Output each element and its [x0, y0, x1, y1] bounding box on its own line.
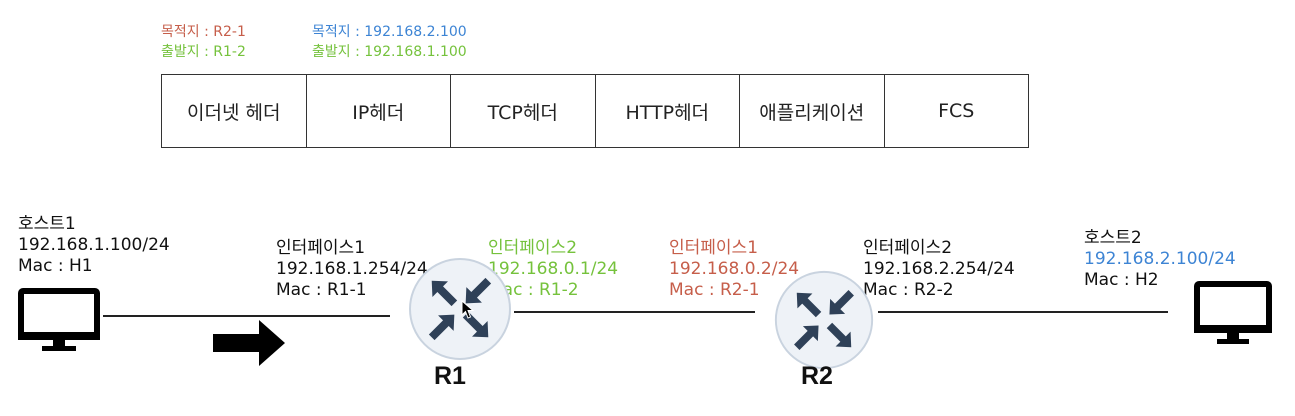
host2-mac: Mac : H2 [1084, 270, 1159, 290]
r2-if2-name: 인터페이스2 [863, 238, 953, 258]
right-arrow-icon [213, 320, 285, 366]
monitor-icon [18, 288, 100, 351]
r2-if1-name: 인터페이스1 [669, 238, 759, 258]
host1-mac: Mac : H1 [18, 256, 93, 276]
r1-if2-mac: Mac : R1-2 [488, 280, 579, 300]
r2-if2-ip: 192.168.2.254/24 [863, 259, 1015, 279]
host2-ip: 192.168.2.100/24 [1084, 249, 1236, 269]
router-r2-icon [774, 270, 874, 370]
r1-if2-info: 인터페이스2 192.168.0.1/24 Mac : R1-2 [488, 238, 618, 301]
header-left: 목적지 : R2-1 출발지 : R1-2 [161, 22, 246, 62]
r2-if1-info: 인터페이스1 192.168.0.2/24 Mac : R2-1 [669, 238, 799, 301]
header-right: 목적지 : 192.168.2.100 출발지 : 192.168.1.100 [312, 22, 467, 62]
packet-frame: 이더넷 헤더 IP헤더 TCP헤더 HTTP헤더 애플리케이션 FCS [161, 74, 1029, 148]
r1-if2-name: 인터페이스2 [488, 238, 578, 258]
left-src-label: 출발지 : R1-2 [161, 44, 246, 60]
r2-if2-mac: Mac : R2-2 [863, 280, 954, 300]
host1-ip: 192.168.1.100/24 [18, 235, 170, 255]
right-dest-label: 목적지 : 192.168.2.100 [312, 24, 467, 40]
router-r1-icon [409, 258, 511, 360]
host2-name: 호스트2 [1084, 228, 1142, 248]
r1-if1-name: 인터페이스1 [276, 238, 366, 258]
frame-cell-ip: IP헤더 [307, 75, 451, 147]
frame-cell-http: HTTP헤더 [596, 75, 740, 147]
right-src-label: 출발지 : 192.168.1.100 [312, 44, 467, 60]
r2-if2-info: 인터페이스2 192.168.2.254/24 Mac : R2-2 [863, 238, 1015, 301]
link-host1-r1 [103, 315, 390, 317]
frame-cell-application: 애플리케이션 [740, 75, 885, 147]
mouse-cursor-icon [461, 300, 475, 319]
router-r2-label: R2 [801, 362, 833, 390]
host1-name: 호스트1 [18, 214, 76, 234]
r1-if1-ip: 192.168.1.254/24 [276, 259, 428, 279]
frame-cell-fcs: FCS [938, 100, 975, 122]
link-r1-r2 [514, 311, 755, 313]
left-dest-label: 목적지 : R2-1 [161, 24, 246, 40]
frame-cell-ethernet: 이더넷 헤더 [162, 75, 307, 147]
r1-if1-info: 인터페이스1 192.168.1.254/24 Mac : R1-1 [276, 238, 428, 301]
r2-if1-ip: 192.168.0.2/24 [669, 259, 800, 279]
r1-if2-ip: 192.168.0.1/24 [488, 259, 619, 279]
r2-if1-mac: Mac : R2-1 [669, 280, 760, 300]
link-r2-host2 [878, 311, 1168, 313]
monitor-icon [1194, 281, 1272, 344]
r1-if1-mac: Mac : R1-1 [276, 280, 367, 300]
router-r1-label: R1 [434, 362, 466, 390]
host2-info: 호스트2 192.168.2.100/24 Mac : H2 [1084, 228, 1236, 291]
frame-cell-tcp: TCP헤더 [451, 75, 596, 147]
host1-info: 호스트1 192.168.1.100/24 Mac : H1 [18, 214, 170, 277]
